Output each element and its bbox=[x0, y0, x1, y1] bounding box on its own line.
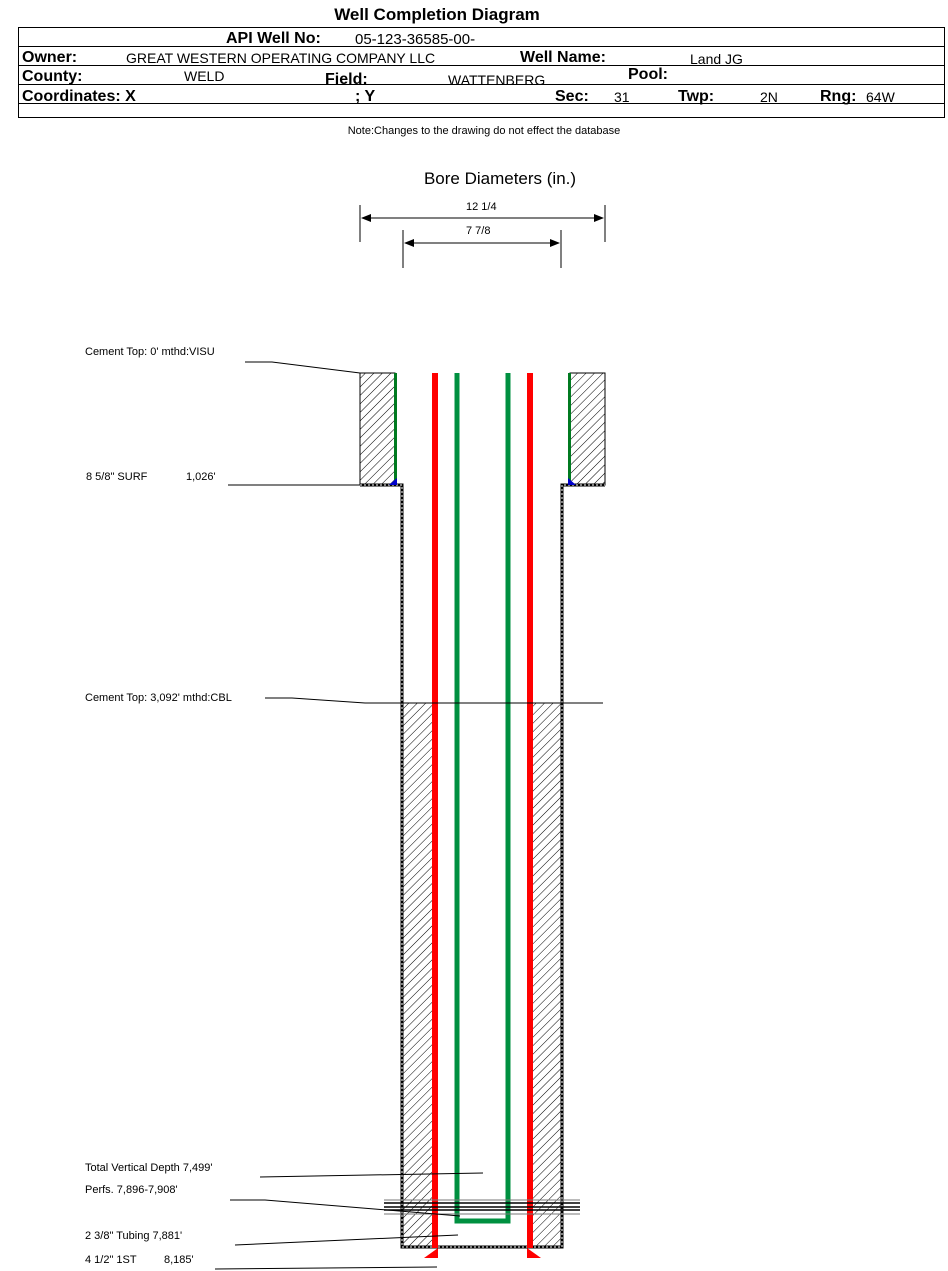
owner-value: GREAT WESTERN OPERATING COMPANY LLC bbox=[126, 50, 436, 66]
label-cement-top-surface: Cement Top: 0' mthd:VISU bbox=[85, 346, 215, 358]
well-info-table bbox=[18, 27, 945, 118]
surface-cement-right bbox=[569, 372, 606, 486]
label-prod-depth: 8,185' bbox=[164, 1254, 194, 1266]
surface-casing-right bbox=[568, 373, 571, 485]
field-label: Field: bbox=[325, 71, 368, 88]
note: Note:Changes to the drawing do not effec… bbox=[347, 125, 621, 137]
label-surf-casing: 8 5/8" SURF bbox=[86, 471, 148, 483]
leader-tvd bbox=[259, 1172, 484, 1178]
well-name-label: Well Name: bbox=[520, 49, 606, 66]
label-tvd: Total Vertical Depth 7,499' bbox=[85, 1162, 213, 1174]
sec-value: 31 bbox=[614, 89, 630, 105]
label-surf-depth: 1,026' bbox=[186, 471, 216, 483]
production-casing-left bbox=[432, 373, 438, 1248]
production-cement-left bbox=[403, 703, 433, 1246]
rng-label: Rng: bbox=[820, 88, 857, 105]
leader-cement-top-surface bbox=[245, 361, 361, 374]
bore-inner-label: 7 7/8 bbox=[466, 225, 491, 237]
field-value: WATTENBERG bbox=[448, 72, 546, 88]
surface-shoe-left bbox=[389, 478, 397, 485]
y-label: ; Y bbox=[355, 88, 376, 105]
label-prod-casing: 4 1/2" 1ST bbox=[85, 1254, 137, 1266]
tubing bbox=[454, 373, 511, 1224]
surface-shoe-right bbox=[568, 478, 576, 485]
owner-label: Owner: bbox=[22, 49, 78, 66]
api-label: API Well No: bbox=[226, 30, 321, 47]
bore-dimension-outer bbox=[359, 205, 606, 242]
rng-value: 64W bbox=[866, 89, 895, 105]
twp-label: Twp: bbox=[678, 88, 715, 105]
county-label: County: bbox=[22, 68, 83, 85]
leader-prod-casing bbox=[214, 1266, 438, 1270]
leader-perfs bbox=[230, 1199, 461, 1217]
bore-dimension-inner bbox=[402, 230, 562, 268]
label-cement-top-prod: Cement Top: 3,092' mthd:CBL bbox=[85, 692, 232, 704]
well-name-value: Land JG bbox=[690, 51, 743, 67]
casing-shoe-left bbox=[424, 1248, 438, 1258]
perforations bbox=[384, 1199, 580, 1215]
coords-label: Coordinates: X bbox=[22, 88, 136, 105]
leader-cement-top-prod bbox=[265, 697, 603, 704]
label-tubing: 2 3/8" Tubing 7,881' bbox=[85, 1230, 183, 1242]
bore-outer-label: 12 1/4 bbox=[466, 201, 497, 213]
twp-value: 2N bbox=[760, 89, 778, 105]
surface-cement-left bbox=[359, 372, 396, 486]
label-perfs: Perfs. 7,896-7,908' bbox=[85, 1184, 178, 1196]
county-value: WELD bbox=[184, 68, 225, 84]
casing-shoe-right bbox=[527, 1248, 541, 1258]
page-title: Well Completion Diagram bbox=[334, 5, 540, 24]
sec-label: Sec: bbox=[555, 88, 589, 105]
pool-label: Pool: bbox=[628, 66, 668, 83]
hole-wall bbox=[360, 483, 605, 1249]
surface-casing-left bbox=[394, 373, 397, 485]
bore-title: Bore Diameters (in.) bbox=[423, 169, 577, 188]
leader-tubing bbox=[234, 1234, 459, 1246]
api-value: 05-123-36585-00- bbox=[355, 31, 476, 48]
production-cement-right bbox=[532, 703, 561, 1246]
production-casing-right bbox=[527, 373, 533, 1248]
